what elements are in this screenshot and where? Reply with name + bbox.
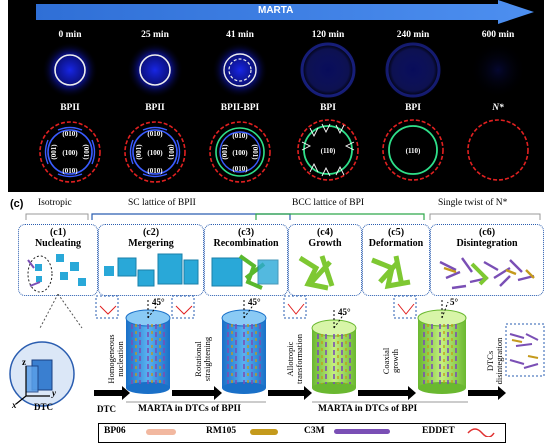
svg-text:(001): (001): [167, 144, 175, 160]
angle-label: 45°: [248, 297, 261, 307]
time-label: 600 min: [481, 30, 515, 40]
svg-text:(010): (010): [62, 130, 78, 138]
header-sc: SC lattice of BPII: [128, 198, 196, 208]
label-disint: DTCs disintegration: [485, 337, 504, 385]
micrograph-row: [42, 40, 526, 100]
process-arrows: [94, 386, 506, 400]
svg-text:(001): (001): [221, 144, 229, 160]
stage-id: (c3): [237, 227, 255, 238]
phase-label: BPII-BPI: [220, 103, 260, 113]
phase-label: BPI: [320, 103, 336, 113]
stage-name: Nucleating: [34, 238, 82, 249]
disintegration-rods: [439, 257, 535, 290]
stage-name: Recombination: [213, 238, 279, 249]
time-label: 41 min: [226, 30, 254, 40]
panel-label-b: (b): [10, 104, 25, 116]
panel-label-c: (c): [10, 198, 24, 210]
phase-label: BPII: [60, 103, 80, 113]
angle-label: 45°: [338, 307, 351, 317]
stage-id: (c2): [142, 227, 160, 238]
svg-text:(010): (010): [232, 132, 248, 140]
legend-swatch-c3m: [334, 429, 390, 434]
dtc-label: DTC: [34, 402, 54, 412]
phase-label: N*: [492, 103, 504, 113]
cylinder-bpii-2: [221, 309, 267, 394]
stage-name: Deformation: [368, 238, 424, 249]
legend-label: EDDET: [422, 426, 455, 436]
stage-id: (c1): [49, 227, 67, 238]
time-label: 120 min: [311, 30, 345, 40]
time-label: 0 min: [58, 30, 82, 40]
cylinder-bpii-1: [125, 309, 171, 394]
header-isotropic: Isotropic: [38, 198, 72, 208]
panel-label-a: (a): [10, 29, 24, 41]
svg-text:(001): (001): [82, 144, 90, 160]
header-brackets: [25, 213, 541, 220]
header-single: Single twist of N*: [438, 198, 508, 208]
stage-id: (c4): [316, 227, 334, 238]
svg-text:(110): (110): [321, 147, 336, 155]
legend-label: C3M: [304, 426, 325, 436]
axis-x-label: x: [12, 400, 17, 410]
stage-name: Mergering: [128, 238, 174, 249]
header-bcc: BCC lattice of BPI: [292, 198, 365, 208]
stage-name: Disintegration: [456, 238, 518, 249]
axis-y-label: y: [52, 388, 56, 398]
legend-label: RM105: [206, 426, 237, 436]
svg-text:(010): (010): [147, 167, 163, 175]
legend-label: BP06: [104, 426, 126, 436]
stage-id: (c5): [387, 227, 405, 238]
svg-text:(010): (010): [232, 165, 248, 173]
legend-box: [98, 423, 506, 443]
svg-text:(010): (010): [62, 167, 78, 175]
label-nucleation: Homogeneous nucleation: [106, 334, 125, 384]
merging-cubes: [104, 253, 199, 287]
dtc-schematic: [9, 294, 545, 407]
svg-text:(010): (010): [147, 130, 163, 138]
cylinder-bpi-2: [417, 309, 467, 394]
marta-label: MARTA: [258, 5, 294, 16]
svg-text:(100): (100): [232, 149, 248, 157]
recombination-lattice: [211, 254, 279, 290]
lattice-row: (010) (100) (010) (001) (001) (010) (100…: [39, 119, 529, 183]
deformation-lattice: [371, 255, 411, 290]
micrograph-panel: [8, 0, 544, 192]
stage-name: Growth: [308, 238, 342, 249]
svg-text:(100): (100): [147, 149, 163, 157]
legend-swatch-eddet: [467, 428, 495, 437]
time-label: 25 min: [141, 30, 169, 40]
angle-label: 45°: [152, 297, 165, 307]
micrograph-svg: (010) (100) (010) (001) (001) (010) (100…: [36, 0, 534, 183]
stage-id: (c6): [478, 227, 496, 238]
legend-swatch-rm105: [250, 429, 278, 435]
label-allotropic: Allotropic transformation: [285, 333, 304, 385]
svg-text:(100): (100): [62, 149, 78, 157]
svg-text:(001): (001): [251, 144, 259, 160]
nucleating-cubes: [27, 254, 86, 293]
svg-text:(110): (110): [406, 147, 421, 155]
axis-z-label: z: [22, 357, 26, 367]
angle-label: 5°: [450, 297, 459, 307]
dtc-label: DTC: [97, 404, 117, 414]
svg-text:(001): (001): [50, 144, 58, 160]
phase-label: BPII: [145, 103, 165, 113]
label-coaxial: Coaxial growth: [381, 347, 400, 375]
cylinder-bpi-1: [311, 319, 357, 394]
time-label: 240 min: [396, 30, 430, 40]
stage-illustrations: [27, 253, 535, 293]
marta-arrow: [36, 0, 534, 24]
marta-bpii-caption: MARTA in DTCs of BPII: [138, 404, 241, 414]
growth-lattice: [298, 255, 335, 291]
legend-swatch-bp06: [146, 429, 176, 435]
svg-text:(001): (001): [135, 144, 143, 160]
stage-box-c6: (c6)Disintegration: [430, 224, 544, 296]
phase-label: BPI: [405, 103, 421, 113]
label-rotational: Rotational straightening: [193, 336, 212, 382]
marta-bpi-caption: MARTA in DTCs of BPI: [318, 404, 418, 414]
